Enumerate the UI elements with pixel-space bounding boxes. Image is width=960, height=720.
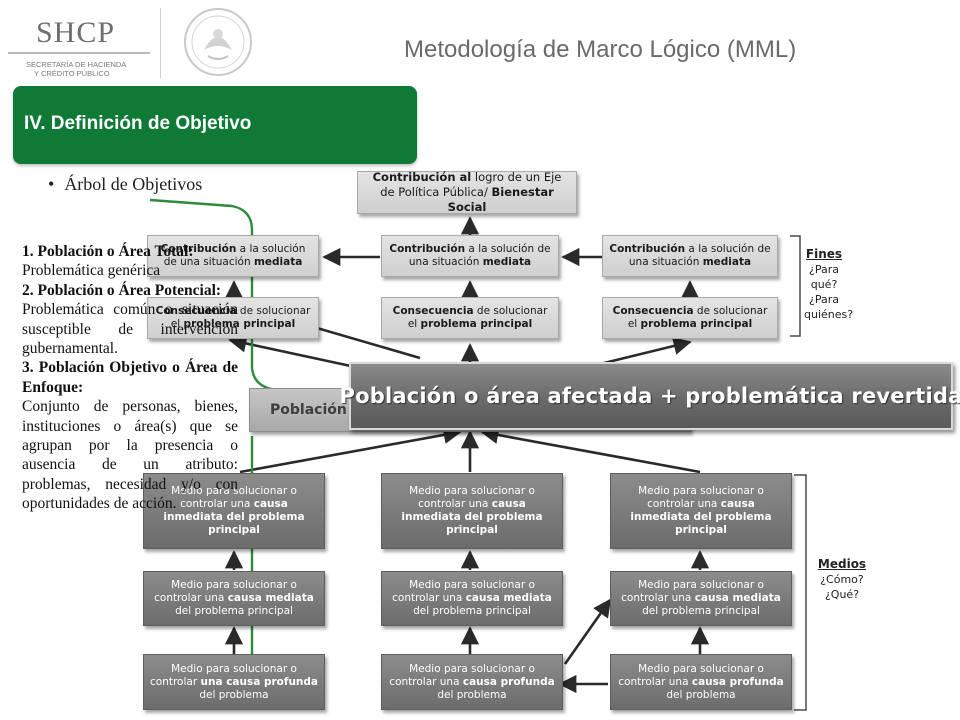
fin-box-center: Contribución a la solución de una situac…: [381, 235, 559, 277]
means-mediate-box-left: Medio para solucionar o controlar una ca…: [143, 571, 325, 626]
logo-wordmark: SHCP: [36, 16, 116, 49]
population-definitions: 1. Población o Área Total: Problemática …: [22, 242, 238, 514]
section-heading: IV. Definición de Objetivo: [24, 113, 252, 134]
definition-potential-heading: 2. Población o Área Potencial:: [22, 281, 222, 299]
definition-total-heading: 1. Población o Área Total:: [22, 243, 194, 260]
consequence-box-right: Consecuencia de solucionar el problema p…: [602, 297, 778, 339]
slide-title: Metodología de Marco Lógico (MML): [404, 36, 797, 63]
consequence-box-left: Consecuencia de solucionar el problema p…: [147, 297, 319, 339]
consequence-box-center: Consecuencia de solucionar el problema p…: [381, 297, 559, 339]
means-immediate-box-right: Medio para solucionar o controlar una ca…: [610, 473, 792, 549]
means-mediate-box-center: Medio para solucionar o controlar una ca…: [381, 571, 563, 626]
definition-potential-text: Problemática común o situación susceptib…: [22, 301, 238, 358]
definition-total-text: Problemática genérica: [22, 262, 161, 280]
means-immediate-box-center: Medio para solucionar o controlar una ca…: [381, 473, 563, 549]
section-banner: IV. Definición de Objetivo: [13, 86, 417, 164]
national-seal-icon: [184, 8, 252, 76]
means-mediate-box-right: Medio para solucionar o controlar una ca…: [610, 571, 792, 626]
definition-target-text: Conjunto de personas, bienes, institucio…: [22, 398, 238, 513]
means-root-box-left: Medio para solucionar o controlar una ca…: [143, 654, 325, 710]
central-objective-banner: Población o área afectada + problemática…: [340, 362, 960, 430]
top-contribution-box: Contribución al logro de un Eje de Polít…: [357, 170, 577, 214]
means-root-box-center: Medio para solucionar o controlar una ca…: [381, 654, 563, 710]
medios-legend: Medios ¿Cómo? ¿Qué?: [817, 557, 867, 601]
logo-rule: [8, 52, 150, 54]
fines-legend: Fines ¿Para qué? ¿Para quiénes?: [804, 247, 854, 321]
central-objective-text: Población o área afectada + problemática…: [339, 384, 960, 408]
logo-divider: [160, 8, 161, 78]
means-immediate-box-left: Medio para solucionar o controlar una ca…: [143, 473, 325, 549]
bullet-item: Árbol de Objetivos: [48, 174, 202, 195]
definition-target-heading: 3. Población Objetivo o Área de Enfoque:: [22, 359, 238, 396]
shcp-logo: SHCP SECRETARÍA DE HACIENDA Y CRÉDITO PÚ…: [8, 6, 158, 82]
logo-subtitle: SECRETARÍA DE HACIENDA Y CRÉDITO PÚBLICO: [26, 60, 127, 78]
means-root-box-right: Medio para solucionar o controlar una ca…: [610, 654, 792, 710]
fin-box-left: Contribución a la solución de una situac…: [147, 235, 319, 277]
fin-box-right: Contribución a la solución de una situac…: [602, 235, 778, 277]
